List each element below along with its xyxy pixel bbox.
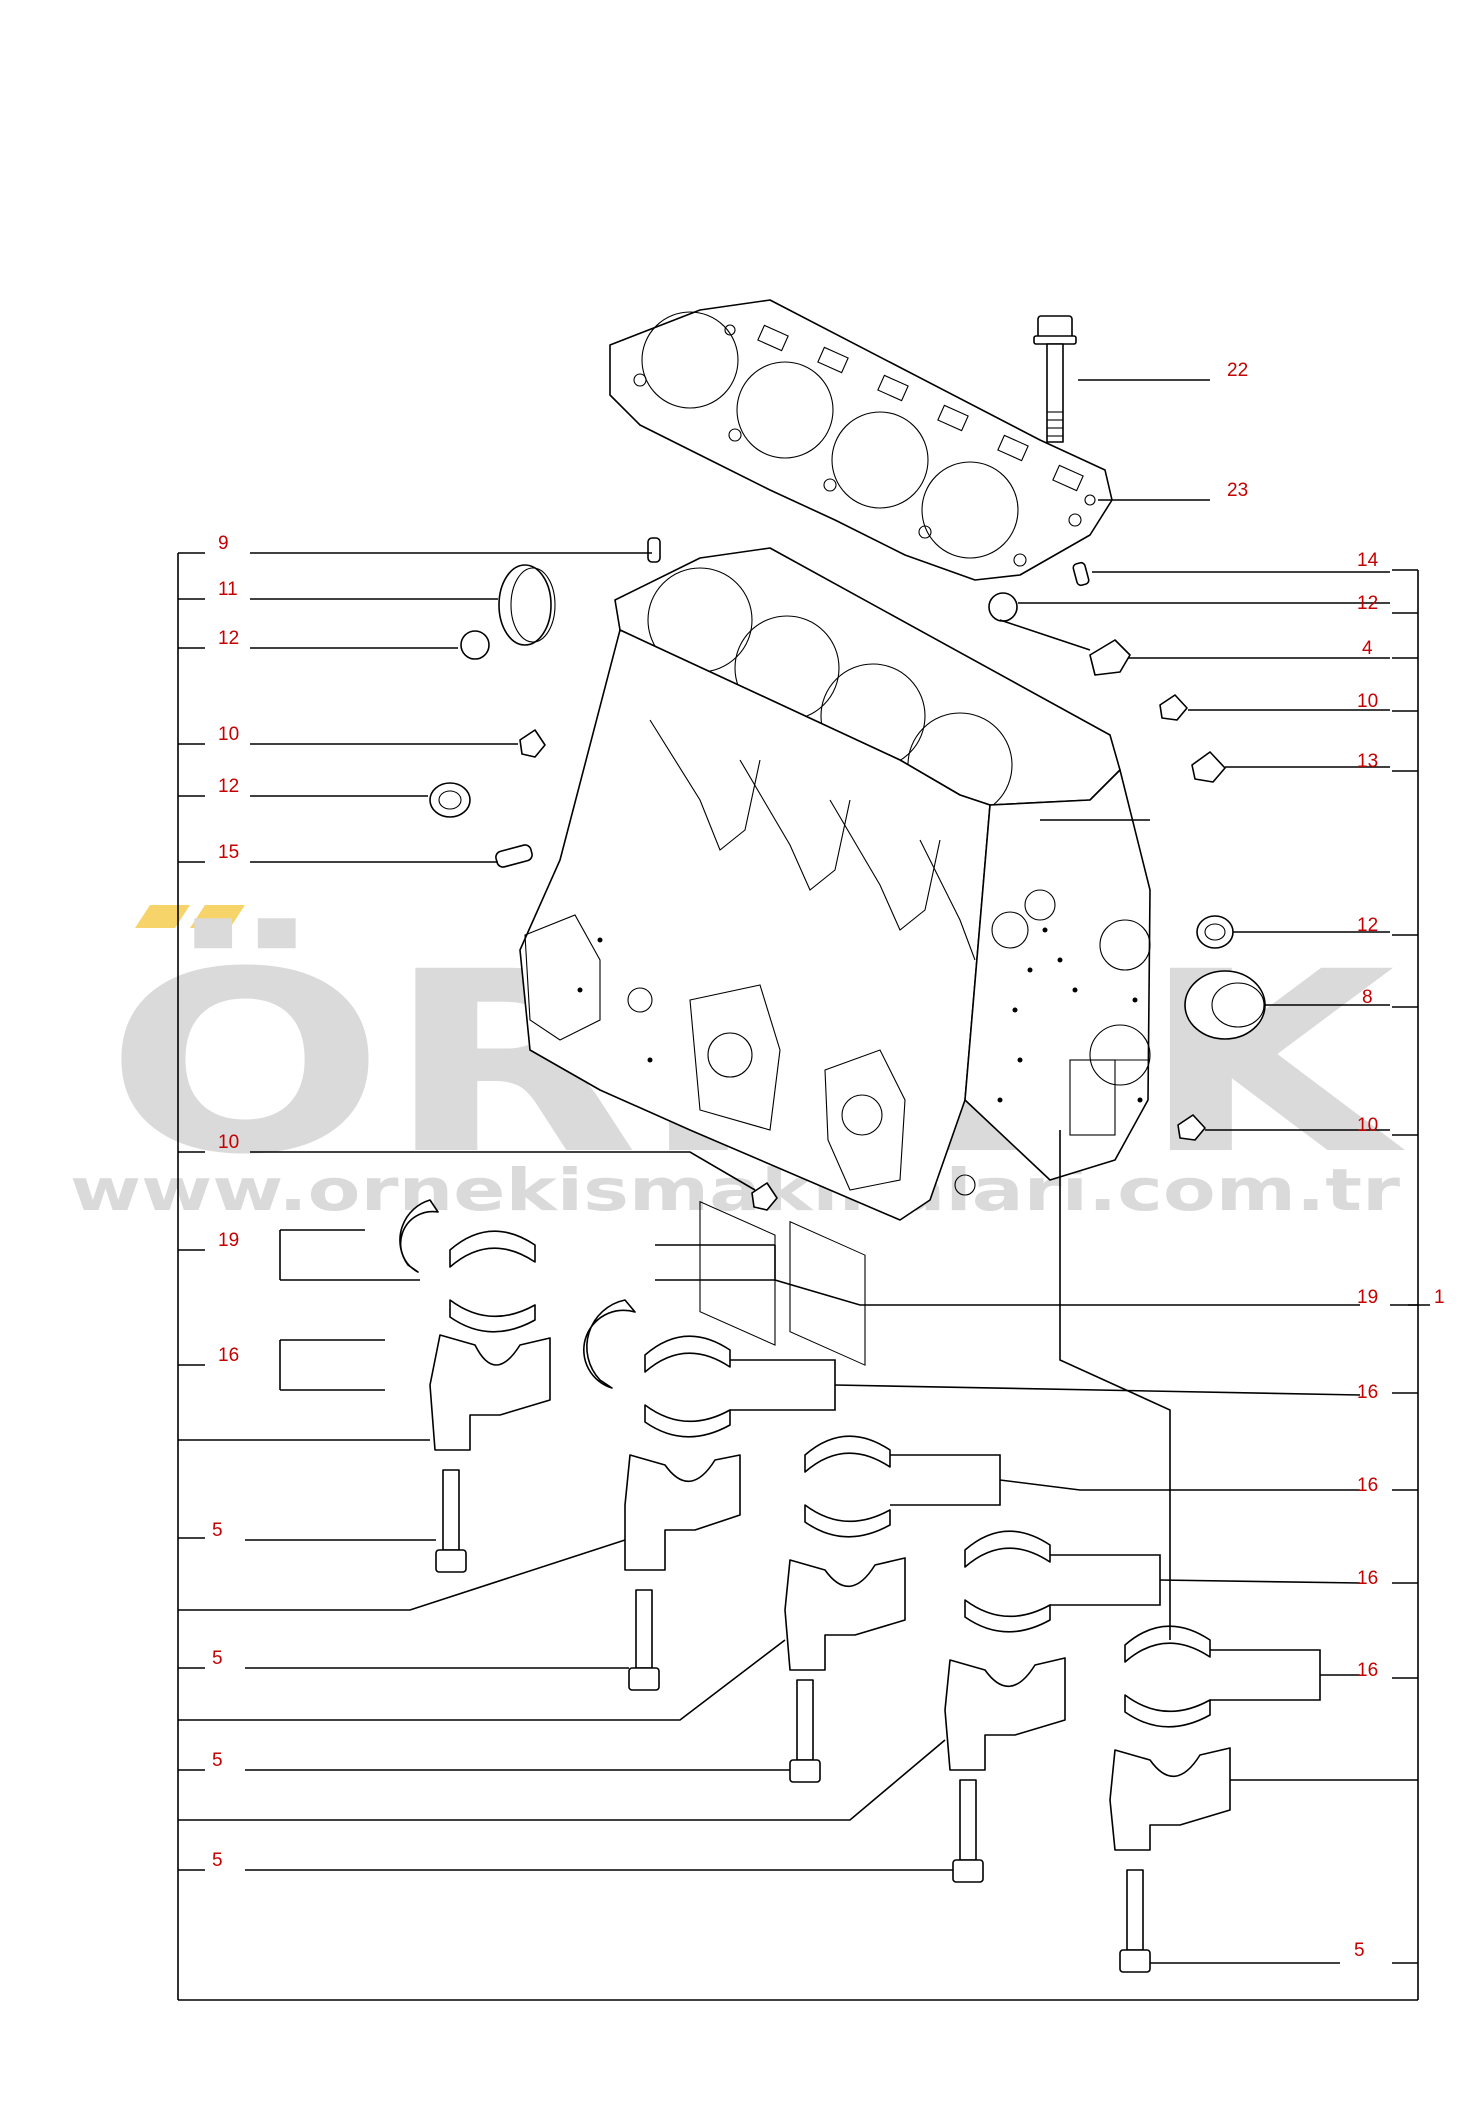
callout-10: 10 bbox=[218, 724, 239, 745]
callout-4: 4 bbox=[1362, 638, 1373, 659]
callout-16: 16 bbox=[1357, 1475, 1378, 1496]
callout-11: 11 bbox=[218, 579, 238, 600]
callout-16: 16 bbox=[1357, 1568, 1378, 1589]
callout-10: 10 bbox=[1357, 691, 1378, 712]
callout-14: 14 bbox=[1357, 550, 1379, 571]
head-gasket bbox=[609, 299, 1113, 581]
callout-12: 12 bbox=[218, 776, 239, 797]
callout-5: 5 bbox=[212, 1520, 223, 1541]
bearing-set-4 bbox=[944, 1530, 1066, 1883]
bearing-set-2 bbox=[624, 1335, 741, 1691]
callout-13: 13 bbox=[1357, 751, 1378, 772]
callout-12: 12 bbox=[218, 628, 239, 649]
bearing-set-5 bbox=[1109, 1625, 1231, 1973]
watermark-accent-mark bbox=[190, 905, 245, 928]
callout-1: 1 bbox=[1434, 1287, 1445, 1308]
callouts: 22 23 9 11 12 10 12 15 10 19 16 5 5 5 5 … bbox=[212, 360, 1445, 1961]
bearing-set-1 bbox=[429, 1230, 551, 1573]
callout-10: 10 bbox=[218, 1132, 239, 1153]
callout-19: 19 bbox=[218, 1230, 239, 1251]
watermark-accent-mark bbox=[135, 905, 190, 928]
callout-5: 5 bbox=[212, 1750, 223, 1771]
callout-15: 15 bbox=[218, 842, 239, 863]
small-parts bbox=[429, 537, 1266, 1211]
callout-16: 16 bbox=[1357, 1382, 1378, 1403]
callout-5: 5 bbox=[1354, 1940, 1365, 1961]
callout-16: 16 bbox=[218, 1345, 239, 1366]
callout-23: 23 bbox=[1227, 480, 1248, 501]
callout-16: 16 bbox=[1357, 1660, 1378, 1681]
cylinder-block bbox=[519, 547, 1151, 1366]
callout-10: 10 bbox=[1357, 1115, 1378, 1136]
head-bolt bbox=[1033, 315, 1077, 443]
bearing-set-3 bbox=[784, 1435, 906, 1783]
callout-22: 22 bbox=[1227, 360, 1248, 381]
callout-8: 8 bbox=[1362, 987, 1373, 1008]
bracket-lines bbox=[177, 552, 1419, 2001]
callout-19: 19 bbox=[1357, 1287, 1378, 1308]
callout-9: 9 bbox=[218, 533, 229, 554]
thrust-washers bbox=[399, 1199, 636, 1389]
callout-5: 5 bbox=[212, 1850, 223, 1871]
watermark-url: www.ornekismakinalari.com.tr bbox=[70, 1156, 1401, 1224]
callout-12: 12 bbox=[1357, 593, 1378, 614]
leader-lines bbox=[178, 379, 1418, 1964]
callout-12: 12 bbox=[1357, 915, 1378, 936]
callout-5: 5 bbox=[212, 1648, 223, 1669]
